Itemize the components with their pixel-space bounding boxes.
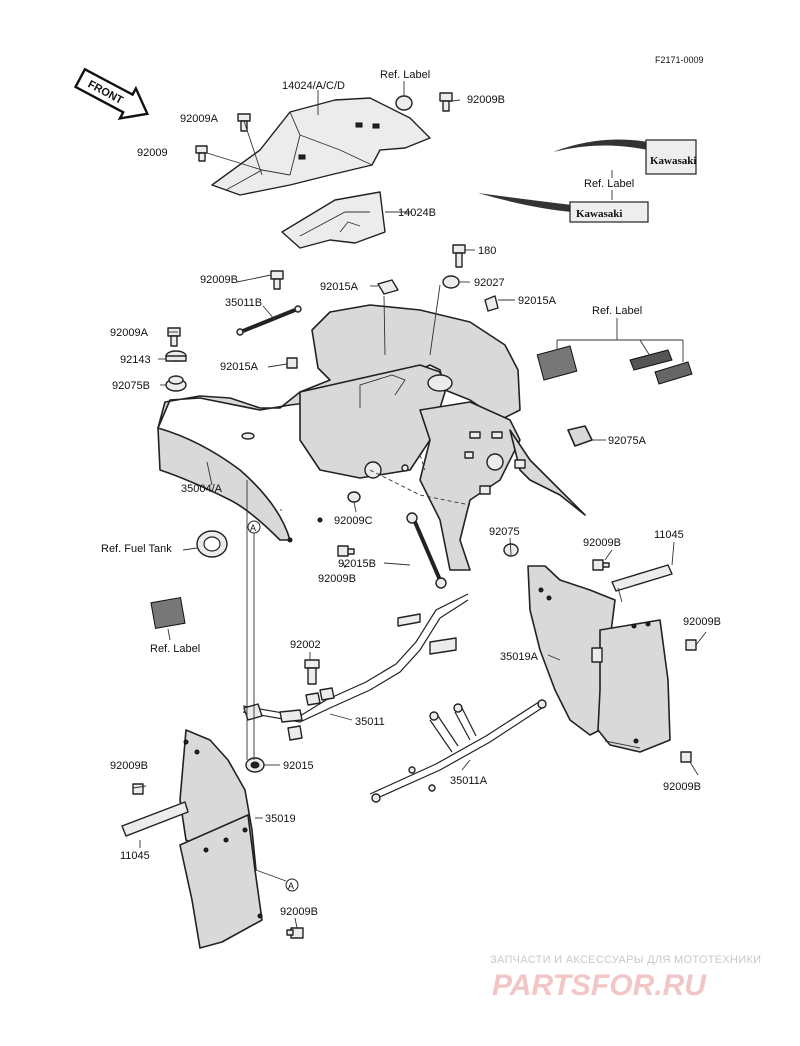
label-92075a: 92075A [608, 435, 647, 447]
frame-35011a [369, 699, 547, 803]
label-35004a: 35004/A [181, 483, 223, 495]
label-35019a: 35019A [500, 651, 539, 663]
ref-label-washer [395, 95, 413, 111]
bolt-92009c [347, 491, 361, 503]
washer-92027 [442, 275, 460, 289]
bolt-92009b-top [439, 92, 453, 112]
label-92009: 92009 [137, 147, 168, 159]
top-cover-14024acd [211, 97, 431, 196]
bolt-92009-left [195, 145, 208, 162]
label-92075b: 92075B [112, 380, 150, 392]
label-11045-left: 11045 [120, 850, 150, 862]
label-sheet-left [150, 597, 186, 629]
grommet-92075a [567, 425, 593, 447]
decal-kawasaki-lower: Kawasaki [478, 193, 649, 223]
bolt-92009b-left-fender [337, 545, 355, 557]
label-ref-label-top: Ref. Label [380, 69, 430, 81]
stay-11045-right [611, 564, 673, 603]
front-arrow-shape [73, 67, 150, 121]
rear-fender-35004a [157, 304, 586, 571]
label-35011b: 35011B [225, 297, 262, 309]
label-92015: 92015 [283, 760, 314, 772]
label-92009c: 92009C [334, 515, 373, 527]
label-92002: 92002 [290, 639, 321, 651]
clip-92015a-right [484, 295, 499, 312]
label-92009b-mid: 92009B [200, 274, 238, 286]
clip-92015a-left [286, 357, 298, 369]
label-180: 180 [478, 245, 496, 257]
bolt-92009a-left [167, 327, 181, 347]
ref-circle-a-bottom: A [285, 878, 299, 892]
bolt-92009b-bottom [286, 927, 304, 939]
decal-kawasaki-upper: Kawasaki [553, 139, 697, 175]
bolt-92009b-l1 [132, 783, 144, 795]
bolt-180 [452, 244, 466, 268]
label-92075: 92075 [489, 526, 520, 538]
label-11045-right: 11045 [654, 529, 684, 541]
ref-fuel-tank-ring [196, 530, 228, 558]
ref-circle-a-top: A [247, 520, 261, 534]
label-92009b-r1: 92009B [583, 537, 621, 549]
label-sheet-3 [654, 361, 693, 385]
label-92143: 92143 [120, 354, 151, 366]
label-sheet-1 [536, 345, 578, 381]
label-92009a-top: 92009A [180, 113, 219, 125]
washer-92143 [165, 350, 187, 362]
label-ref-label-decal: Ref. Label [584, 178, 634, 190]
label-92015a-2: 92015A [518, 295, 557, 307]
label-92027: 92027 [474, 277, 505, 289]
clip-92015a-center [377, 279, 399, 295]
label-92015a-1: 92015A [320, 281, 359, 293]
front-arrow: FRONT [73, 67, 150, 121]
label-92015b: 92015B [338, 558, 376, 570]
svg-text:Kawasaki: Kawasaki [650, 155, 696, 167]
label-ref-fuel-tank: Ref. Fuel Tank [101, 543, 172, 555]
svg-text:A: A [288, 881, 294, 891]
bolt-92009b-r3 [680, 751, 692, 763]
label-92009b-top: 92009B [467, 94, 505, 106]
label-92009b-r2: 92009B [683, 616, 721, 628]
svg-text:A: A [250, 523, 256, 533]
label-92009b-bottom: 92009B [280, 906, 318, 918]
label-92009b-r3: 92009B [663, 781, 701, 793]
label-ref-label-left: Ref. Label [150, 643, 200, 655]
bolt-92009b-mid [270, 270, 284, 290]
bolt-92009b-r1 [592, 559, 610, 571]
label-92015a-3: 92015A [220, 361, 259, 373]
svg-text:Kawasaki: Kawasaki [576, 208, 622, 220]
watermark-brand: PARTSFOR.RU [492, 969, 707, 1002]
label-92009b-l2: 92009B [110, 760, 148, 772]
link-92015b [406, 512, 447, 589]
bracket-14024b [281, 191, 386, 249]
bolt-92009a-top [237, 113, 251, 132]
figure-code: F2171-0009 [655, 55, 704, 65]
label-92009a-left: 92009A [110, 327, 149, 339]
label-14024b: 14024B [398, 207, 436, 219]
label-35019: 35019 [265, 813, 296, 825]
label-35011: 35011 [355, 716, 385, 728]
mudflap-35019a [527, 565, 671, 753]
rod-35011b [236, 305, 302, 336]
watermark-top-line: ЗАПЧАСТИ И АКСЕССУАРЫ ДЛЯ МОТОТЕХНИКИ [490, 954, 761, 966]
grommet-92075b [165, 375, 187, 392]
bolt-92002 [304, 659, 320, 685]
stay-11045-left [121, 801, 189, 837]
label-ref-label-right: Ref. Label [592, 305, 642, 317]
label-35011a: 35011A [450, 775, 488, 787]
nut-92015 [245, 757, 265, 773]
label-92009b-l1: 92009B [318, 573, 356, 585]
label-sheet-2 [629, 349, 673, 371]
bolt-92009b-r2 [685, 639, 697, 651]
frame-35011 [242, 593, 469, 741]
label-14024acd: 14024/A/C/D [282, 80, 345, 92]
